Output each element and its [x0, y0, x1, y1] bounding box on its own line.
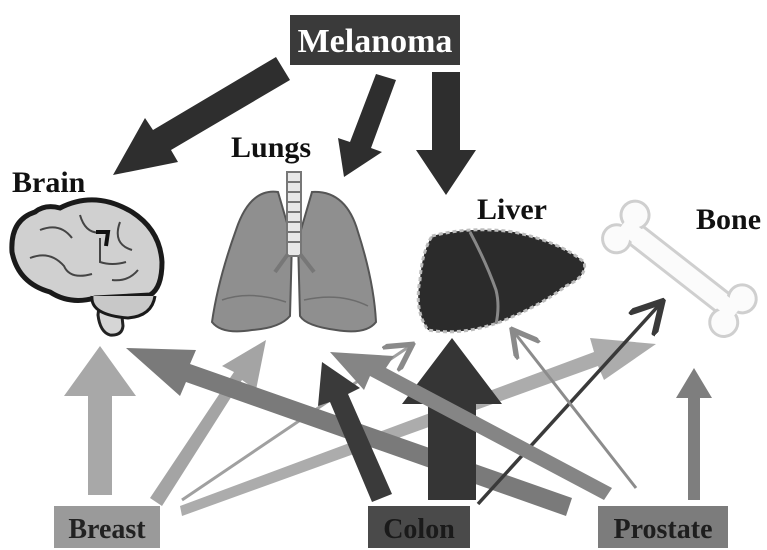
arrow-prostate-to-bone [676, 368, 712, 500]
melanoma-label: Melanoma [298, 23, 453, 60]
liver-label: Liver [477, 193, 547, 226]
colon-label: Colon [383, 514, 455, 545]
arrow-melanoma-to-liver [416, 72, 476, 195]
prostate-label: Prostate [614, 514, 713, 545]
brain-icon [12, 200, 162, 335]
breast-label: Breast [68, 514, 146, 545]
bone-label: Bone [696, 203, 761, 236]
lungs-icon [212, 172, 376, 331]
arrow-melanoma-to-lungs [338, 74, 396, 177]
arrow-breast-to-brain [64, 346, 136, 495]
liver-icon [418, 230, 584, 332]
brain-label: Brain [12, 166, 86, 199]
lungs-label: Lungs [231, 131, 311, 164]
